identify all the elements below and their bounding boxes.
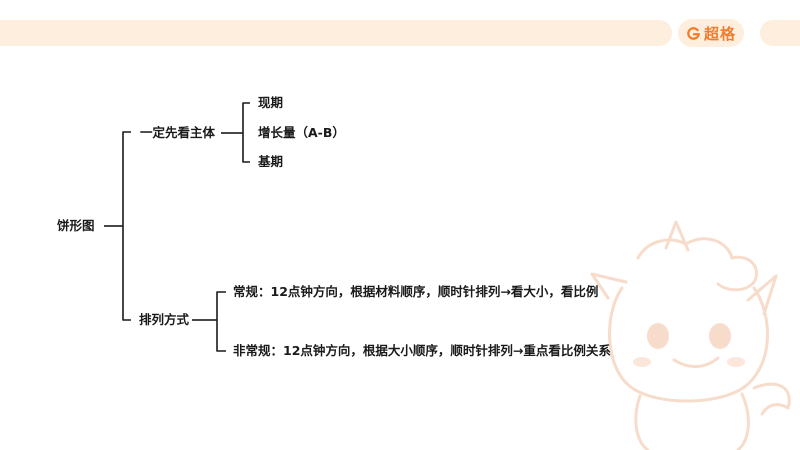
brand-name: 超格 (703, 24, 736, 43)
branch-node-subject: 一定先看主体 (140, 125, 216, 140)
leaf-node-irregular: 非常规：12点钟方向，根据大小顺序，顺时针排列→重点看比例关系 (233, 343, 611, 358)
root-bracket (122, 131, 131, 321)
branch-1-bracket (242, 102, 250, 163)
leaf-node-regular: 常规：12点钟方向，根据材料顺序，顺时针排列→看大小，看比例 (233, 284, 599, 299)
branch-node-arrangement: 排列方式 (139, 312, 190, 327)
mascot-watermark (590, 220, 791, 450)
leaf-node-increment: 增长量（A-B） (258, 125, 345, 140)
header-band (0, 20, 672, 46)
branch-2-bracket (216, 291, 226, 352)
brand-logo: 超格 (678, 19, 744, 47)
g-logo-icon (687, 26, 701, 40)
leaf-node-base: 基期 (258, 154, 284, 169)
leaf-node-current: 现期 (258, 95, 284, 110)
header-side-tab (760, 20, 800, 46)
root-node: 饼形图 (57, 218, 95, 233)
